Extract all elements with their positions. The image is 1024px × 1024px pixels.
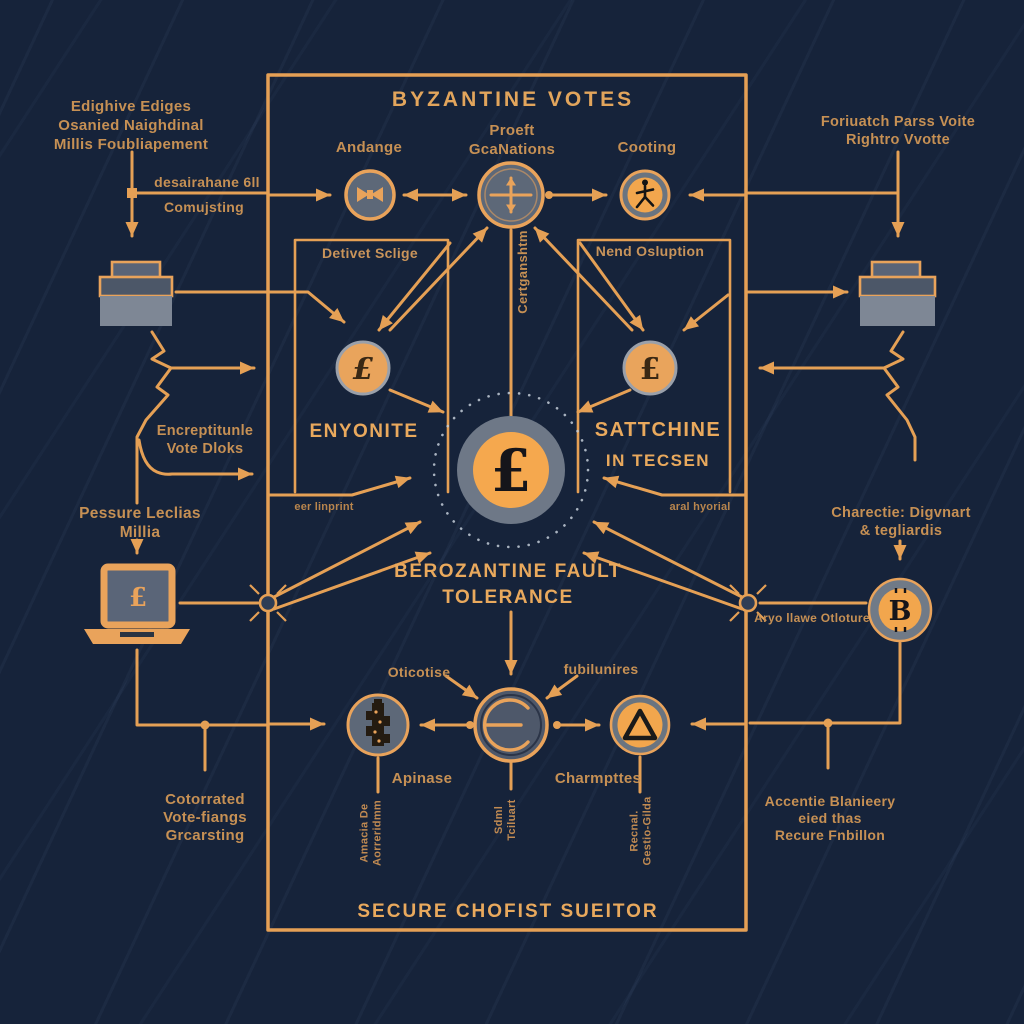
pound-script-icon: £ — [353, 352, 374, 387]
laptop-pound-icon: £ — [129, 583, 147, 613]
colorrated-label: Cotorrated Vote-fiangs Grcarsting — [163, 791, 247, 844]
ballot-box-right-icon — [858, 260, 937, 326]
node-triangle — [609, 694, 671, 756]
zigzag-right-2 — [882, 366, 917, 462]
arrow-right-into-center — [602, 475, 748, 497]
junction-star-right — [729, 584, 767, 622]
node-c-label: Cooting — [617, 139, 677, 156]
in-tecsen-label: IN TECSEN — [605, 451, 711, 470]
vertical-center-text: Sdml Tciluart — [493, 799, 518, 841]
pound-icon: £ — [640, 352, 661, 387]
arrow-rjunction-2 — [582, 551, 744, 611]
arrow-ljunction-2 — [272, 551, 432, 611]
arrow-leftcoin-center — [388, 388, 445, 414]
arrow-corner-to-coin-right — [682, 293, 730, 332]
right-box-label: Nend Osluption — [595, 243, 705, 259]
charectie-label: Charectie: Digvnart & tegliardis — [831, 505, 971, 540]
bowtie-icon — [357, 187, 383, 202]
laptop-icon: £ — [84, 563, 190, 644]
arrow-left-into-center — [266, 475, 412, 497]
line-bitcoin-down — [748, 641, 902, 725]
coin-left: £ — [335, 340, 391, 396]
arrow-rightcoin-center — [576, 388, 632, 414]
footer-title: SECURE CHOFIST SUEITOR — [357, 901, 659, 922]
dot-topleft — [127, 188, 137, 198]
person-icon — [635, 179, 655, 209]
charmpttes-label: Charmpttes — [554, 770, 642, 787]
node-b-label: Proeft GcaNations — [468, 122, 556, 158]
center-hub: £ — [432, 391, 590, 549]
top-right-text-block: Foriuatch Parss Voite Rightro Vvotte — [820, 114, 976, 148]
node-gcanations — [477, 161, 545, 229]
arrow-fubilunires — [545, 674, 579, 700]
bitcoin-b-glyph: B — [889, 596, 912, 627]
pessure-label: Pessure Leclias Millia — [79, 505, 201, 542]
zigzag-left-1 — [150, 330, 173, 370]
arrow-b-to-coin-left — [377, 241, 452, 332]
junction-dots — [127, 188, 833, 730]
center-caption: BEROZANTINE FAULT TOLERANCE — [394, 561, 622, 608]
vertical-left-text: Amacia De Aorreridmm — [358, 800, 384, 866]
arrow-coin-to-b-left — [388, 226, 489, 332]
aryo-label: Aryo llawe Otloture — [754, 611, 870, 625]
inner-box-left — [293, 238, 450, 494]
coin-right: £ — [622, 340, 678, 396]
dot-colorrated — [200, 720, 210, 730]
vertical-center-label: Certganshtm — [515, 230, 530, 314]
updown-arrows-icon — [489, 176, 533, 214]
encrypt-label: Encreptitunle Vote Dloks — [156, 423, 254, 458]
top-left-text-block: Edighive Ediges Osanied Naighdinal Milli… — [53, 98, 209, 153]
connector-lines — [125, 73, 917, 932]
totem-icon — [366, 699, 390, 746]
bitcoin-icon: B — [867, 577, 933, 643]
euro-icon — [483, 698, 530, 752]
arrow-b-to-coin-right — [578, 241, 645, 332]
line-laptop-down — [135, 648, 268, 727]
arrow-ljunction-1 — [272, 520, 422, 599]
zigzag-right-1 — [882, 330, 905, 370]
dot-euro-right — [553, 721, 561, 729]
arrow-rjunction-1 — [592, 520, 744, 599]
main-border — [266, 73, 748, 932]
small-left-label: eer linprint — [294, 501, 354, 513]
zigzag-left-2 — [135, 366, 173, 505]
accentie-label: Accentie Blanieery eied thas Recure Fnbi… — [764, 793, 896, 843]
apinase-label: Apinase — [391, 770, 453, 787]
node-euro — [473, 687, 549, 763]
dot-euro-left — [466, 721, 474, 729]
ballot-box-left-icon — [98, 260, 174, 326]
arrow-encrypt — [137, 438, 254, 481]
node-totem — [346, 693, 410, 757]
arrow-coin-to-b-right — [533, 226, 634, 332]
junction-star-left — [249, 584, 287, 622]
dotted-ring — [432, 391, 590, 549]
desairahane-label: desairahane 6ll — [154, 174, 260, 190]
arrow-leftbox-to-coin — [174, 290, 346, 324]
small-right-label: aral hyorial — [669, 501, 731, 513]
triangle-icon — [622, 708, 658, 741]
comujsting-label: Comujsting — [164, 199, 244, 215]
node-andange — [344, 169, 396, 221]
dot-accentie — [823, 718, 833, 728]
inner-box-right — [576, 238, 732, 494]
enyonite-label: ENYONITE — [309, 421, 419, 442]
fubilunires-label: fubilunires — [563, 661, 639, 677]
node-cooting — [619, 169, 671, 221]
left-box-label: Detivet Sclige — [321, 245, 418, 261]
node-a-label: Andange — [335, 139, 403, 156]
dot-b-c — [545, 191, 553, 199]
diagram-title: BYZANTINE VOTES — [391, 88, 635, 111]
vertical-right-text: Recnal. Gestio-Gilda — [628, 796, 654, 866]
sattchine-label: SATTCHINE — [594, 419, 722, 441]
oticotise-label: Oticotise — [387, 664, 451, 680]
center-pound-icon: £ — [491, 437, 531, 505]
arrow-oticotise — [444, 674, 479, 700]
